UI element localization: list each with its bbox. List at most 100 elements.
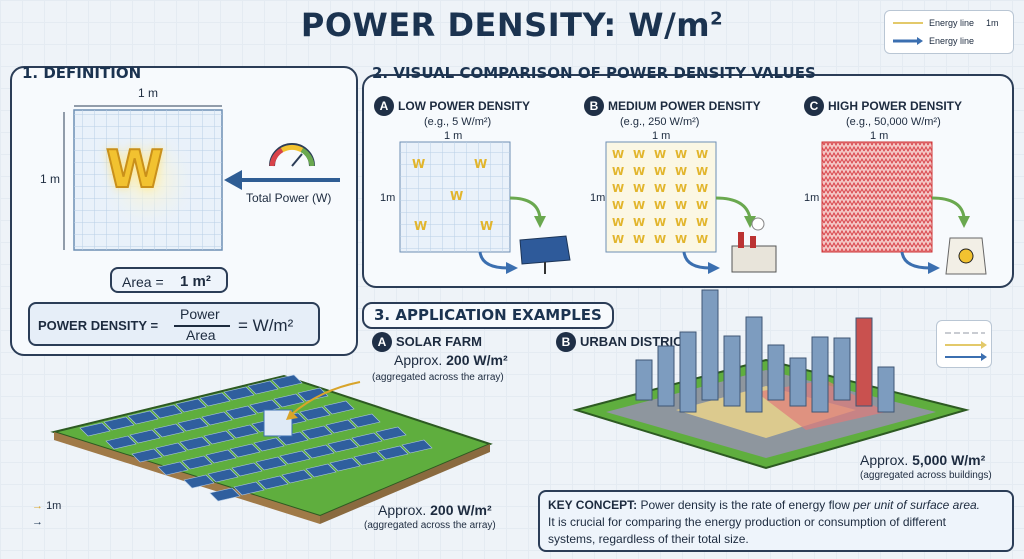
w-mark: W	[612, 199, 624, 212]
high-density-graphic	[821, 141, 987, 275]
solar-approx-1: Approx. 200 W/m²	[394, 352, 508, 368]
svg-text:W: W	[474, 157, 487, 171]
key-concept-line-3: systems, regardless of their total size.	[548, 532, 749, 546]
low-density-graphic: W W W W W	[399, 141, 571, 274]
w-mark: W	[654, 182, 666, 195]
w-mark: W	[654, 165, 666, 178]
svg-text:W: W	[450, 189, 463, 203]
w-mark: W	[633, 182, 645, 195]
legend-tag: 1m	[986, 18, 999, 28]
urban-approx: Approx. 5,000 W/m²	[860, 452, 986, 468]
high-height-label: 1m	[804, 192, 820, 204]
solar-panel	[281, 469, 313, 484]
definition-graphic	[63, 105, 340, 251]
solar-panel	[351, 432, 383, 447]
solar-panel	[201, 411, 233, 426]
solar-panel	[349, 413, 381, 428]
formula-numerator: Power	[180, 306, 220, 322]
building	[701, 289, 719, 401]
w-mark: W	[675, 216, 687, 229]
solar-panel	[325, 419, 357, 434]
medium-height-label: 1m	[590, 192, 606, 204]
solar-panel	[207, 468, 239, 483]
w-mark: W	[696, 199, 708, 212]
building	[833, 337, 851, 401]
w-mark: W	[675, 182, 687, 195]
solar-panel	[323, 400, 355, 415]
svg-text:W: W	[480, 219, 493, 233]
solar-panel	[401, 439, 433, 454]
solar-panel	[225, 405, 257, 420]
area-label: Area =	[122, 274, 164, 290]
solar-panel	[175, 398, 207, 413]
solar-note-1: (aggregated across the array)	[372, 372, 504, 383]
definition-heading: 1. DEFINITION	[22, 64, 142, 82]
legend-row-1: Energy line 1m	[893, 18, 999, 28]
solar-panel	[231, 462, 263, 477]
solar-panel	[299, 406, 331, 421]
badge-c: C	[804, 96, 824, 116]
solar-panel	[227, 424, 259, 439]
w-symbol: W	[105, 139, 164, 201]
solar-panel	[329, 457, 361, 472]
solar-panels	[79, 374, 433, 502]
solar-panel	[157, 461, 189, 476]
solar-panel	[229, 443, 261, 458]
solar-panel	[233, 481, 265, 496]
formula-denominator: Area	[186, 327, 216, 343]
w-mark: W	[612, 233, 624, 246]
badge-a: A	[374, 96, 394, 116]
scale-label: → 1m	[32, 500, 62, 512]
area-box: Area = 1 m²	[110, 267, 228, 293]
applications-tab: 3. APPLICATION EXAMPLES	[362, 302, 614, 329]
solar-panel	[131, 448, 163, 463]
solar-panel	[79, 422, 111, 437]
w-mark: W	[696, 148, 708, 161]
solar-panel	[177, 417, 209, 432]
solar-panel	[255, 456, 287, 471]
w-mark: W	[675, 148, 687, 161]
solar-panel	[209, 487, 241, 502]
badge-urban: B	[556, 332, 576, 352]
w-mark: W	[654, 148, 666, 161]
high-density-example: (e.g., 50,000 W/m²)	[846, 116, 941, 128]
w-mark: W	[633, 165, 645, 178]
formula-right: = W/m²	[238, 316, 294, 335]
solar-panel	[203, 430, 235, 445]
solar-panel	[271, 374, 303, 389]
building	[789, 357, 807, 407]
solar-farm-graphic	[50, 374, 493, 524]
w-mark: W	[612, 216, 624, 229]
solar-panel	[257, 475, 289, 490]
width-label: 1 m	[138, 86, 159, 100]
solar-panel	[129, 429, 161, 444]
solar-panel	[305, 463, 337, 478]
mini-legend-lines	[945, 332, 987, 361]
solar-panel	[153, 423, 185, 438]
urban-note: (aggregated across buildings)	[860, 470, 992, 481]
solar-panel	[303, 444, 335, 459]
legend-label-1: Energy line	[929, 18, 975, 28]
building	[723, 335, 741, 407]
solar-panel	[183, 474, 215, 489]
comparison-heading: 2. VISUAL COMPARISON OF POWER DENSITY VA…	[372, 64, 816, 82]
building	[745, 316, 763, 413]
w-mark: W	[675, 199, 687, 212]
mini-legend	[936, 320, 992, 368]
badge-solar: A	[372, 332, 392, 352]
formula-box: POWER DENSITY = Power Area = W/m²	[28, 302, 320, 346]
high-width-label: 1 m	[870, 130, 889, 142]
w-mark: W	[675, 165, 687, 178]
fraction-bar	[174, 325, 230, 327]
solar-panel	[301, 425, 333, 440]
low-height-label: 1m	[380, 192, 396, 204]
solar-panel	[247, 380, 279, 395]
solar-panel	[279, 450, 311, 465]
legend-row-2: Energy line	[893, 36, 974, 46]
w-mark: W	[654, 199, 666, 212]
scale-arrow-icon: →	[32, 516, 43, 528]
building	[657, 345, 675, 407]
